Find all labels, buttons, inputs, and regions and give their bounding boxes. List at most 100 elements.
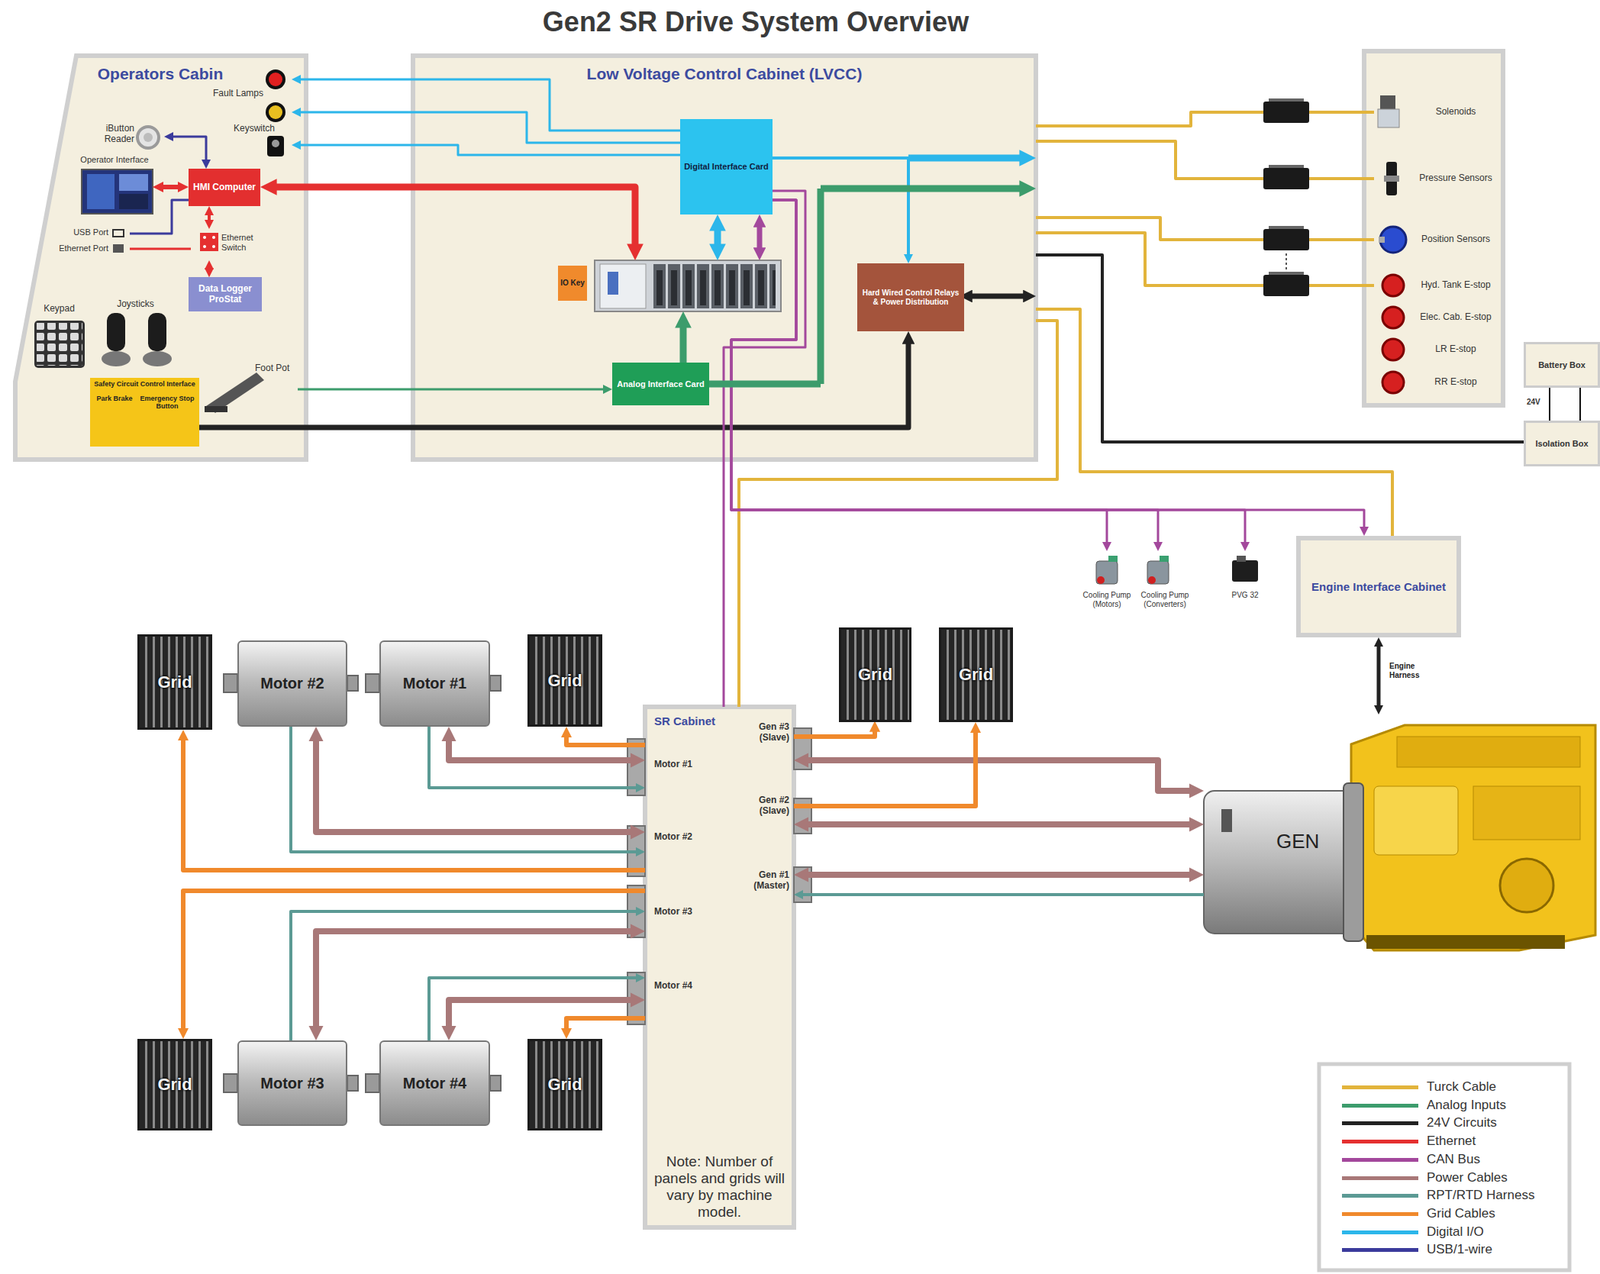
node-label: Emergency Stop Button [137, 394, 197, 411]
interface-card: Digital Interface Card [680, 119, 773, 215]
motor-shafts [223, 674, 501, 1093]
node-label: Cooling Pump (Motors) [1078, 590, 1136, 609]
node-label: Low Voltage Control Cabinet (LVCC) [412, 64, 1036, 84]
connector [772, 158, 909, 258]
rect-shape [267, 135, 284, 157]
rect-shape [365, 674, 380, 693]
wire [820, 185, 1025, 193]
grid-resistor: Grid [527, 634, 603, 727]
rect-shape [653, 264, 776, 309]
legend-label: RPT/RTD Harness [1426, 1187, 1535, 1204]
circle-shape [203, 245, 207, 249]
port-label: Motor #3 [654, 906, 723, 918]
legend-swatch [1341, 1248, 1419, 1252]
connector [290, 911, 639, 1041]
g-shape [1382, 274, 1404, 394]
sr-cabinet-outline [645, 706, 794, 1228]
connector [566, 1018, 646, 1032]
wire [817, 188, 825, 384]
cabinet-region: Low Voltage Control Cabinet (LVCC) Digita… [412, 55, 1036, 460]
connector [271, 187, 636, 249]
rect-shape [112, 229, 124, 237]
io-key: IO Key [558, 265, 588, 301]
port-label: Motor #1 [654, 759, 723, 771]
rect-shape [1263, 229, 1310, 251]
ellipse-shape [142, 351, 172, 367]
generator: GEN [1203, 714, 1596, 955]
g-shape [1268, 98, 1304, 275]
rect-shape [106, 312, 126, 352]
rect-shape [607, 271, 619, 295]
port-label: USB Port [45, 225, 130, 242]
connector [429, 726, 639, 788]
edge-label: Engine Harness [1387, 661, 1445, 681]
connector [793, 729, 976, 807]
sensor: RR E-stop [1374, 367, 1500, 398]
legend-label: Ethernet [1426, 1133, 1476, 1149]
circle-shape [212, 235, 216, 239]
connector [731, 200, 1107, 546]
legend-entry: USB/1-wire [1341, 1241, 1564, 1259]
sensor: Hyd. Tank E-stop [1374, 270, 1500, 301]
node-label: Elec. Cab. E-stop [1419, 312, 1491, 323]
connector [714, 225, 722, 249]
legend-swatch [1341, 1121, 1419, 1126]
rect-shape [36, 322, 83, 366]
node-label: Isolation Box [1535, 438, 1588, 449]
connector [290, 726, 639, 852]
rect-shape [1159, 555, 1169, 562]
isolation-box: Isolation Box [1523, 420, 1600, 467]
rect-shape [793, 798, 812, 834]
rect-shape [34, 320, 85, 368]
rect-shape [1473, 786, 1581, 840]
circle-shape [265, 102, 286, 123]
legend-swatch [1341, 1212, 1419, 1217]
plc-rack [594, 260, 781, 312]
rect-shape [1203, 790, 1358, 934]
legend-label: Power Cables [1426, 1170, 1508, 1186]
connector [803, 821, 1194, 828]
node-label: PVG 32 [1218, 590, 1272, 600]
node-label: IO Key [560, 278, 585, 288]
connector [803, 871, 1194, 878]
rect-shape [1380, 95, 1396, 110]
rect-shape [223, 1074, 238, 1093]
legend-entry: CAN Bus [1341, 1151, 1564, 1169]
node-label: Analog Interface Card [616, 379, 704, 390]
legend-swatch [1341, 1193, 1419, 1198]
rect-shape [600, 264, 646, 309]
node-label: LR E-stop [1435, 344, 1476, 355]
node-label: USB Port [45, 227, 109, 238]
wire [968, 293, 1027, 300]
rect-shape [119, 174, 149, 191]
grid-resistor: Grid [137, 634, 213, 730]
circle-shape [1382, 371, 1404, 394]
port-label: Ethernet Port [30, 241, 130, 258]
connector [1377, 643, 1381, 708]
rect-shape [1263, 101, 1310, 123]
connector [183, 737, 646, 871]
motor: Motor #2 [237, 640, 348, 727]
rect-shape [1221, 809, 1233, 833]
node-label: Data Logger ProStat [190, 283, 260, 306]
legend-label: Analog Inputs [1426, 1097, 1507, 1113]
legend-label: 24V Circuits [1426, 1115, 1497, 1131]
node-label: Grid [157, 672, 192, 692]
legend-entry: 24V Circuits [1341, 1115, 1564, 1133]
legend-label: CAN Bus [1426, 1151, 1481, 1168]
keyswitch: Keyswitch [225, 122, 292, 161]
rect-shape [119, 193, 149, 210]
connector [129, 200, 189, 234]
sensor: LR E-stop [1374, 334, 1500, 365]
safety-interface: Safety Circuit Control InterfacePark Bra… [90, 377, 200, 447]
rect-shape [200, 232, 219, 252]
ellipse-shape [101, 351, 131, 367]
diagram-title: Gen2 SR Drive System Overview [412, 6, 1100, 38]
rect-shape [1096, 561, 1118, 584]
connector [316, 931, 636, 1031]
line-shape [1548, 387, 1551, 421]
connector [297, 388, 607, 391]
relay-panel: Hard Wired Control Relays & Power Distri… [857, 263, 965, 332]
circle-shape [271, 139, 280, 148]
node-label: Operators Cabin [61, 64, 260, 84]
